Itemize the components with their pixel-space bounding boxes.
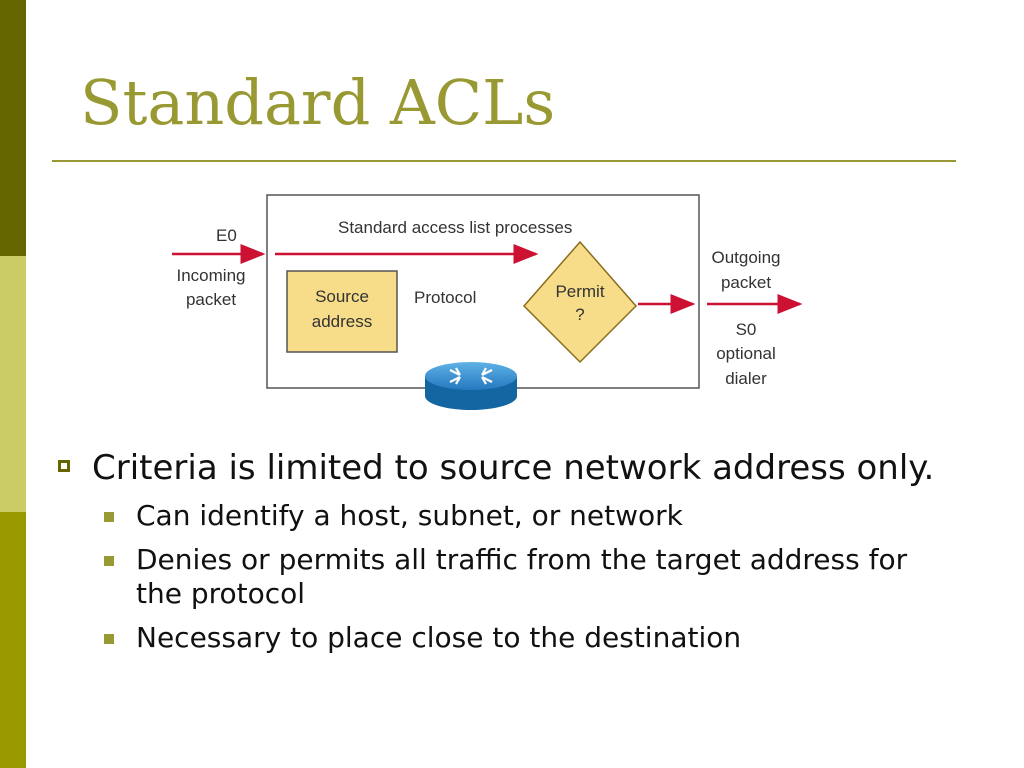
side-bar-middle <box>0 256 26 512</box>
outgoing-label-line1: Outgoing <box>711 248 781 267</box>
permit-label-line2: ? <box>575 305 585 324</box>
sub-bullet-text: Can identify a host, subnet, or network <box>136 499 683 532</box>
sub-bullet-text: Necessary to place close to the destinat… <box>136 621 742 654</box>
incoming-label-line2: packet <box>185 290 237 309</box>
permit-label-line1: Permit <box>555 282 605 301</box>
permit-diamond <box>522 240 638 364</box>
title-divider <box>52 160 956 162</box>
sub-bullet-text: Denies or permits all traffic from the t… <box>136 543 908 610</box>
filled-square-bullet-icon <box>104 556 114 566</box>
process-label: Standard access list processes <box>338 218 573 237</box>
source-label-line2: address <box>311 312 373 331</box>
outgoing-label-line2: packet <box>720 273 772 292</box>
source-label-line1: Source <box>315 287 369 306</box>
main-bullet-text: Criteria is limited to source network ad… <box>92 448 935 488</box>
incoming-label-line1: Incoming <box>176 266 246 285</box>
sub-bullet-list: Can identify a host, subnet, or network … <box>58 499 958 655</box>
sub-bullet-item: Denies or permits all traffic from the t… <box>104 543 958 611</box>
sub-bullet-item: Can identify a host, subnet, or network <box>104 499 958 533</box>
filled-square-bullet-icon <box>104 634 114 644</box>
acl-diagram: Standard access list processes E0 Incomi… <box>160 190 820 420</box>
protocol-label: Protocol <box>414 288 477 307</box>
incoming-interface-label: E0 <box>216 226 237 245</box>
router-icon <box>425 362 517 410</box>
acl-diagram-graphic <box>172 194 803 410</box>
bullet-list: Criteria is limited to source network ad… <box>58 448 958 665</box>
side-bar-bottom <box>0 512 26 768</box>
outgoing-interface-label: S0 <box>735 320 757 339</box>
square-bullet-icon <box>58 460 70 472</box>
side-bar-top <box>0 0 26 256</box>
outgoing-note-line1: optional <box>716 344 776 363</box>
slide-title: Standard ACLs <box>80 66 556 139</box>
main-bullet: Criteria is limited to source network ad… <box>58 448 958 489</box>
sub-bullet-item: Necessary to place close to the destinat… <box>104 621 958 655</box>
source-address-box <box>286 270 398 353</box>
filled-square-bullet-icon <box>104 512 114 522</box>
outgoing-note-line2: dialer <box>725 369 767 388</box>
